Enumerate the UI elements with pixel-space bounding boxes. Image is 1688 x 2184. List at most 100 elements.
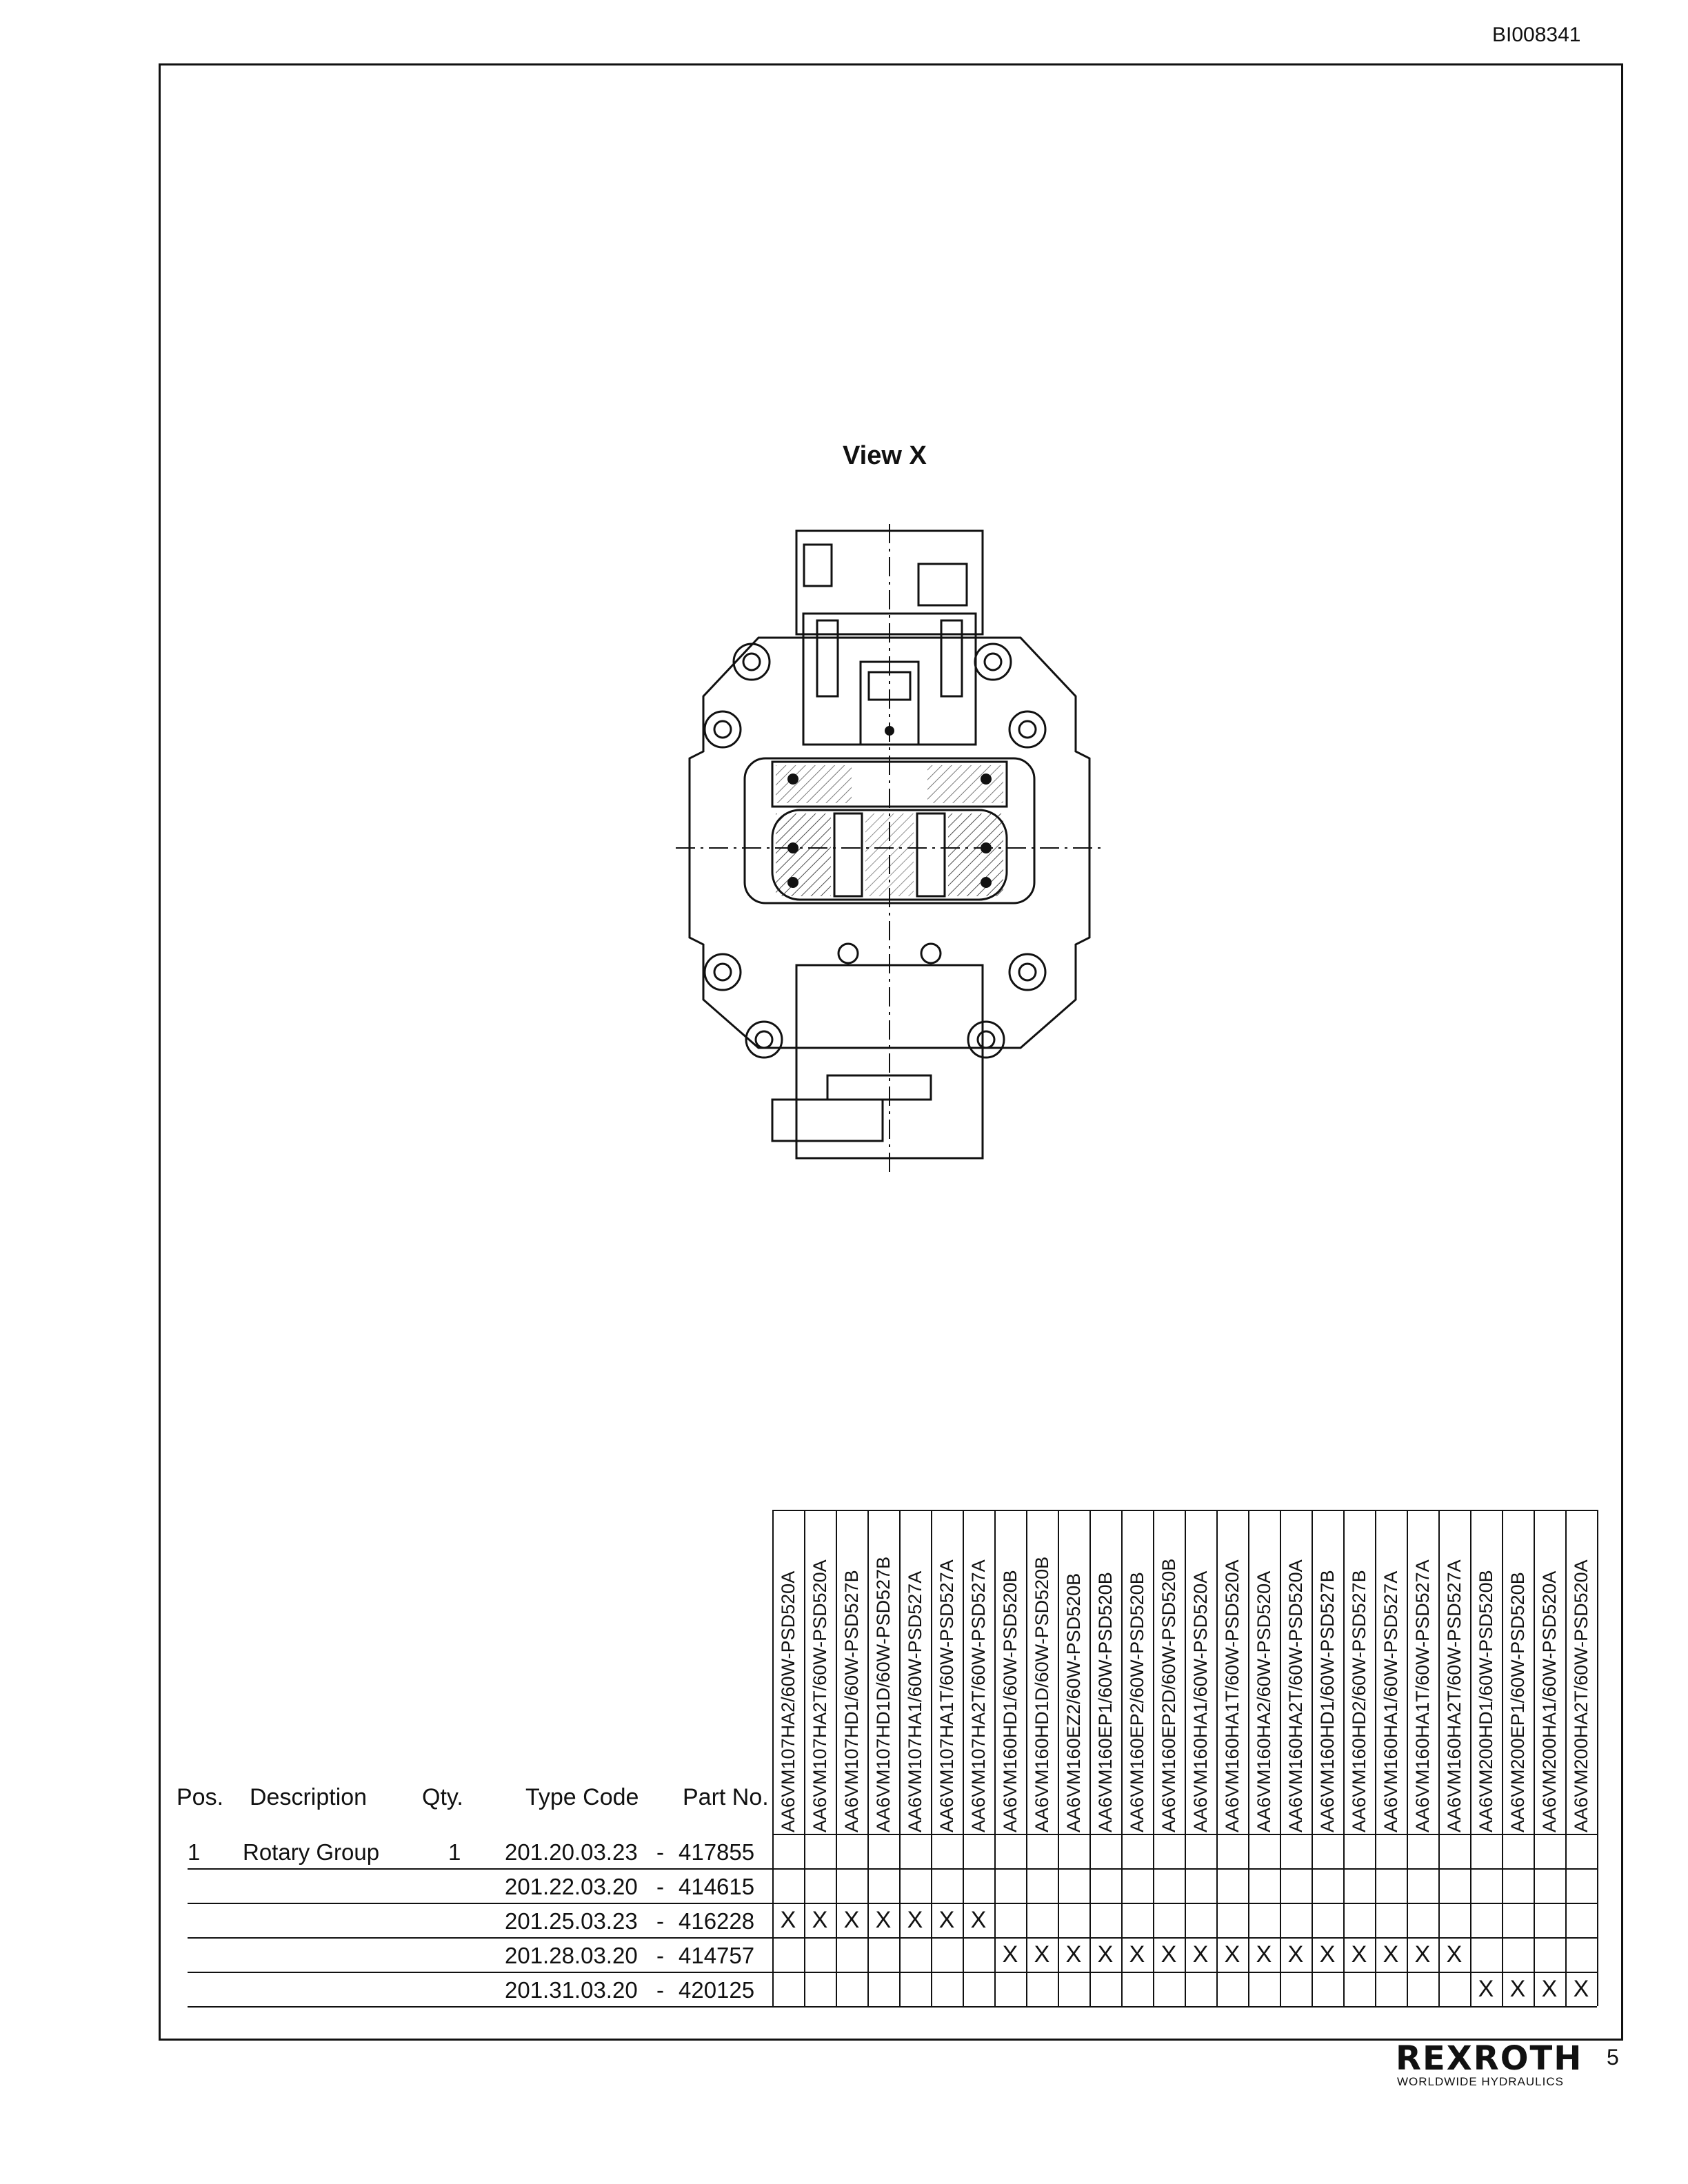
applicability-mark: X <box>780 1907 796 1933</box>
grid-column-line <box>804 1510 805 2006</box>
view-title: View X <box>843 441 927 470</box>
variant-label: AA6VM200HD1/60W-PSD520B <box>1476 1570 1496 1832</box>
variant-header: AA6VM160HA1/60W-PSD520A <box>1185 1510 1216 1832</box>
variant-header: AA6VM200HA2T/60W-PSD520A <box>1565 1510 1597 1832</box>
variant-header: AA6VM160EP2/60W-PSD520B <box>1121 1510 1153 1832</box>
applicability-mark: X <box>843 1907 860 1933</box>
applicability-mark: X <box>1478 1976 1494 2002</box>
grid-row-line <box>188 1903 1597 1904</box>
grid-column-line <box>1026 1510 1027 2006</box>
row-part-no: 416228 <box>679 1908 755 1934</box>
applicability-mark: X <box>812 1907 828 1933</box>
page-number: 5 <box>1607 2045 1619 2070</box>
grid-row-line <box>188 1868 1597 1870</box>
grid-column-line <box>1470 1510 1471 2006</box>
variant-header: AA6VM160HD1/60W-PSD520B <box>994 1510 1026 1832</box>
grid-column-line <box>1534 1510 1535 2006</box>
variant-header: AA6VM200HD1/60W-PSD520B <box>1470 1510 1502 1832</box>
variant-header: AA6VM160HA2T/60W-PSD527A <box>1438 1510 1470 1832</box>
applicability-mark: X <box>1287 1941 1304 1968</box>
grid-column-line <box>1153 1510 1154 2006</box>
variant-label: AA6VM107HA1/60W-PSD527A <box>905 1570 925 1832</box>
row-qty: 1 <box>448 1839 461 1865</box>
row-type-code: 201.25.03.23 <box>505 1908 638 1934</box>
variant-header: AA6VM107HA1/60W-PSD527A <box>899 1510 931 1832</box>
row-separator: - <box>656 1874 664 1899</box>
grid-column-line <box>1248 1510 1249 2006</box>
applicability-mark: X <box>1509 1976 1526 2002</box>
applicability-mark: X <box>1160 1941 1177 1968</box>
pump-cross-section-drawing <box>676 524 1103 1172</box>
grid-column-line <box>1058 1510 1059 2006</box>
applicability-mark: X <box>1002 1941 1018 1968</box>
variant-header: AA6VM160HD2/60W-PSD527B <box>1343 1510 1375 1832</box>
grid-column-line <box>994 1510 996 2006</box>
grid-row-line <box>188 2006 1597 2008</box>
brand-tagline: WORLDWIDE HYDRAULICS <box>1397 2075 1564 2088</box>
grid-row-line <box>188 1972 1597 1973</box>
row-separator: - <box>656 1908 664 1934</box>
grid-column-line <box>1089 1510 1091 2006</box>
grid-column-line <box>1280 1510 1281 2006</box>
applicability-mark: X <box>907 1907 923 1933</box>
applicability-mark: X <box>1034 1941 1050 1968</box>
row-part-no: 417855 <box>679 1839 755 1865</box>
row-description: Rotary Group <box>243 1839 380 1865</box>
row-pos: 1 <box>188 1839 201 1865</box>
variant-header: AA6VM107HD1D/60W-PSD527B <box>867 1510 899 1832</box>
variant-header: AA6VM200HA1/60W-PSD520A <box>1534 1510 1565 1832</box>
applicability-mark: X <box>1129 1941 1145 1968</box>
header-part-no: Part No. <box>683 1784 769 1810</box>
variant-label: AA6VM160HA1/60W-PSD520A <box>1190 1570 1211 1832</box>
grid-column-line <box>772 1510 774 2006</box>
variant-label: AA6VM160HD1/60W-PSD527B <box>1317 1570 1338 1832</box>
applicability-mark: X <box>938 1907 955 1933</box>
grid-column-line <box>1438 1510 1440 2006</box>
row-separator: - <box>656 1977 664 2003</box>
applicability-mark: X <box>1097 1941 1114 1968</box>
variant-header: AA6VM160EP2D/60W-PSD520B <box>1153 1510 1185 1832</box>
variant-header: AA6VM160EP1/60W-PSD520B <box>1089 1510 1121 1832</box>
variant-header: AA6VM107HA2T/60W-PSD520A <box>804 1510 836 1832</box>
variant-header: AA6VM160HA2T/60W-PSD520A <box>1280 1510 1312 1832</box>
grid-column-line <box>1312 1510 1313 2006</box>
row-type-code: 201.31.03.20 <box>505 1977 638 2003</box>
applicability-mark: X <box>1446 1941 1463 1968</box>
variant-label: AA6VM107HD1D/60W-PSD527B <box>873 1556 894 1832</box>
variant-header: AA6VM160HD1/60W-PSD527B <box>1312 1510 1343 1832</box>
grid-column-line <box>1343 1510 1345 2006</box>
variant-label: AA6VM160EP2D/60W-PSD520B <box>1158 1558 1179 1832</box>
header-type-code: Type Code <box>525 1784 639 1810</box>
drawing-frame <box>159 63 1623 2041</box>
document-id: BI008341 <box>1492 23 1581 46</box>
grid-column-line <box>836 1510 837 2006</box>
grid-column-line <box>1597 1510 1598 2006</box>
variant-header: AA6VM160HA1/60W-PSD527A <box>1375 1510 1407 1832</box>
variant-header: AA6VM160EZ2/60W-PSD520B <box>1058 1510 1089 1832</box>
variant-label: AA6VM160HD1D/60W-PSD520B <box>1032 1556 1052 1832</box>
row-type-code: 201.20.03.23 <box>505 1839 638 1865</box>
grid-column-line <box>1216 1510 1218 2006</box>
grid-column-line <box>1407 1510 1408 2006</box>
variant-label: AA6VM160EZ2/60W-PSD520B <box>1063 1573 1084 1832</box>
grid-column-line <box>1565 1510 1567 2006</box>
applicability-mark: X <box>1224 1941 1240 1968</box>
grid-column-line <box>963 1510 964 2006</box>
variant-header: AA6VM107HD1/60W-PSD527B <box>836 1510 867 1832</box>
variant-header: AA6VM200EP1/60W-PSD520B <box>1502 1510 1534 1832</box>
applicability-mark: X <box>1351 1941 1367 1968</box>
variant-label: AA6VM107HA2/60W-PSD520A <box>778 1570 798 1832</box>
variant-label: AA6VM160HD1/60W-PSD520B <box>1000 1570 1021 1832</box>
applicability-mark: X <box>1065 1941 1082 1968</box>
grid-row-line <box>772 1834 1597 1835</box>
applicability-mark: X <box>1414 1941 1431 1968</box>
variant-header: AA6VM107HA1T/60W-PSD527A <box>931 1510 963 1832</box>
applicability-mark: X <box>875 1907 892 1933</box>
variant-label: AA6VM200HA2T/60W-PSD520A <box>1571 1559 1591 1832</box>
variant-label: AA6VM160HA1T/60W-PSD520A <box>1222 1559 1243 1832</box>
grid-column-line <box>1502 1510 1503 2006</box>
applicability-mark: X <box>1256 1941 1272 1968</box>
applicability-mark: X <box>1319 1941 1336 1968</box>
brand-logo: REXROTH <box>1396 2039 1583 2078</box>
variant-label: AA6VM160EP1/60W-PSD520B <box>1095 1572 1116 1832</box>
